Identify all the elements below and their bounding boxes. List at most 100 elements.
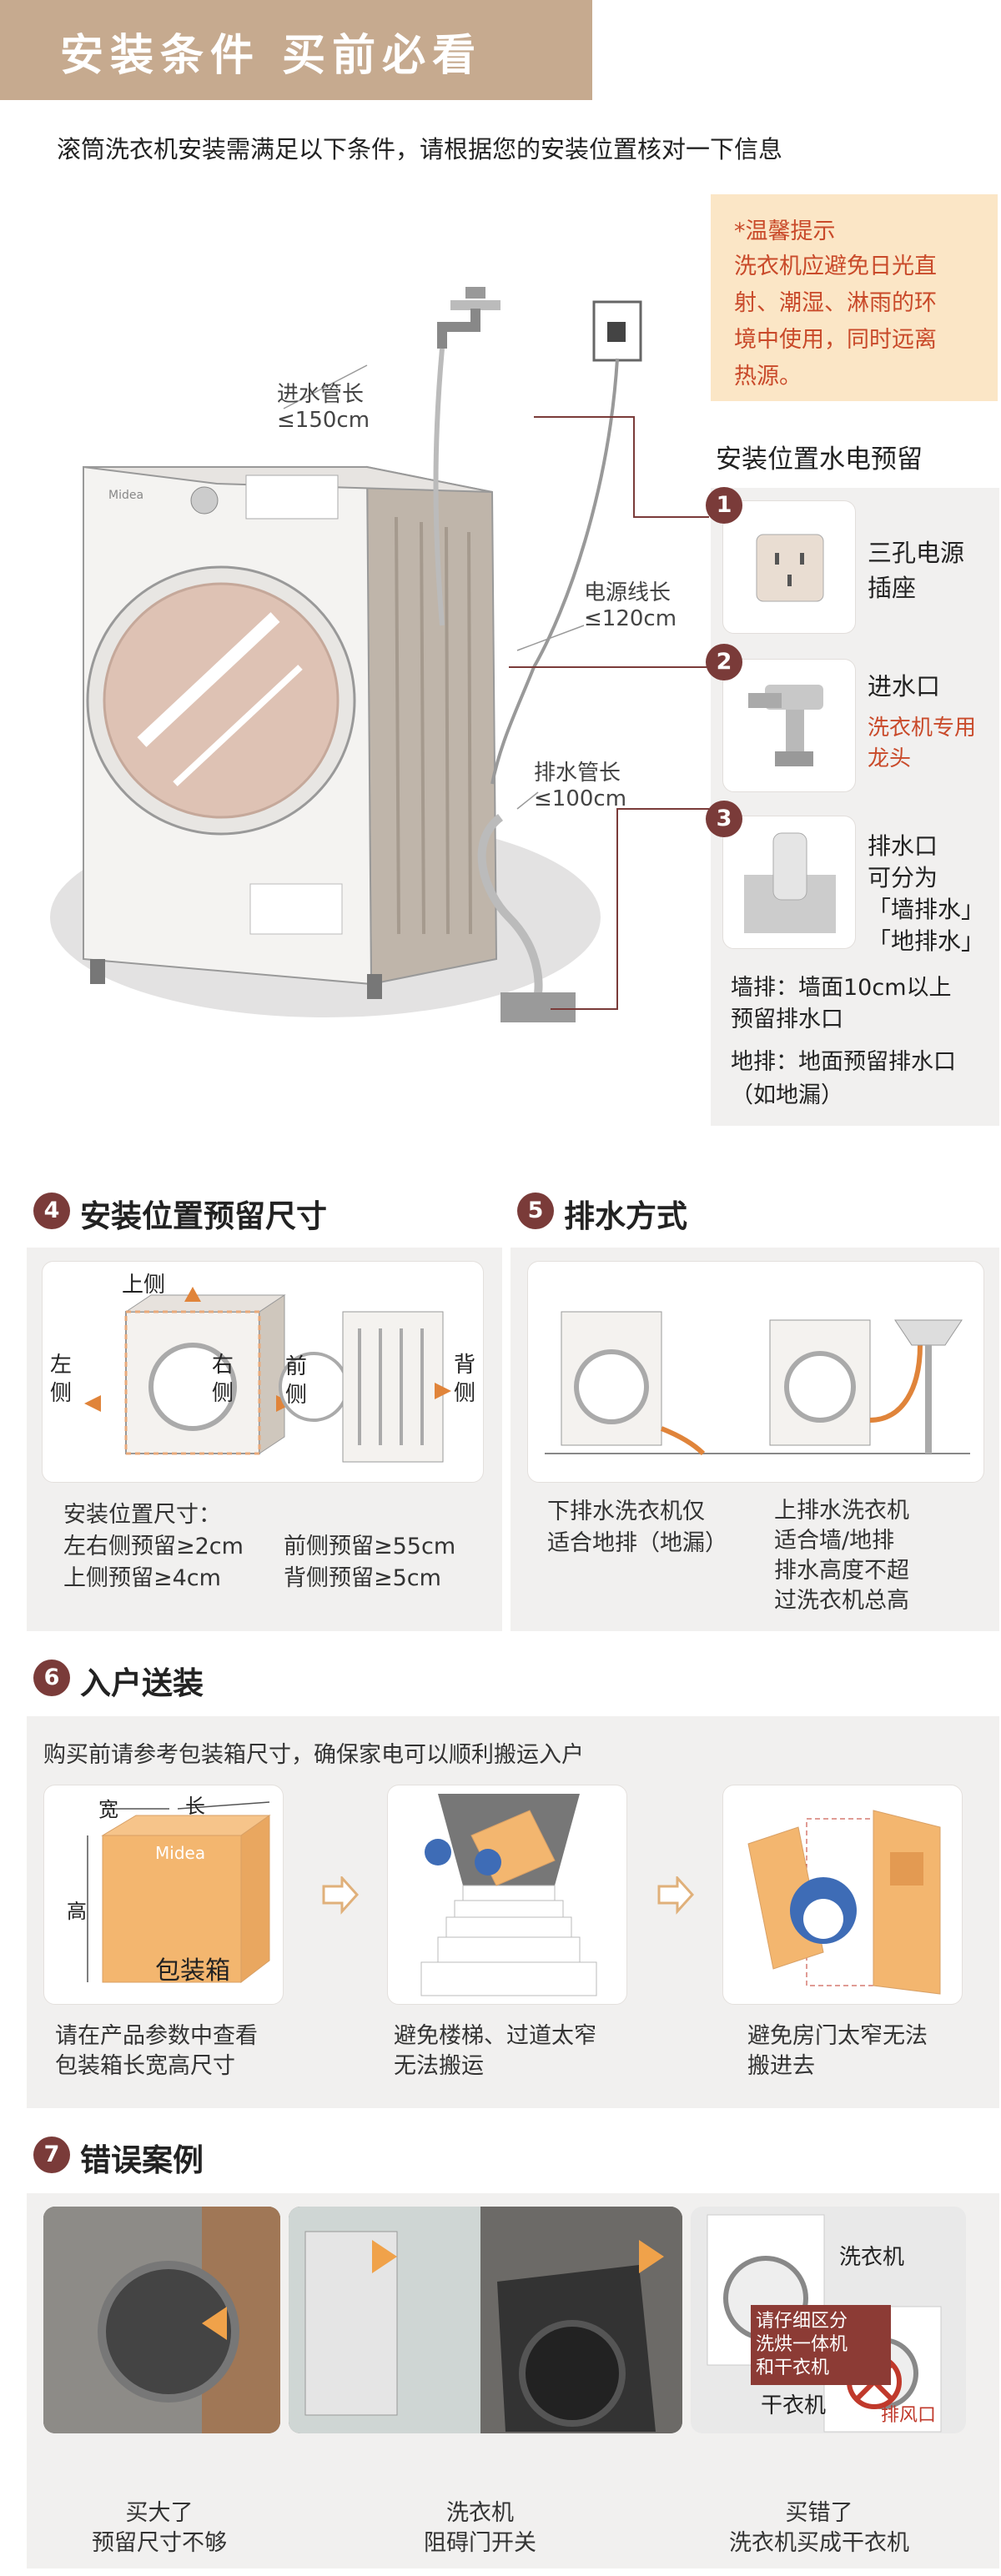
tip-line: 射、潮湿、淋雨的环 — [734, 290, 937, 316]
label-right: 右 侧 — [212, 1351, 234, 1408]
intro-text: 滚筒洗衣机安装需满足以下条件，请根据您的安装位置核对一下信息 — [57, 135, 783, 163]
faucet-icon — [748, 685, 823, 766]
bottom-drain-line: 下排水洗衣机仅 — [547, 1499, 705, 1524]
box-height-label: 高 — [67, 1900, 87, 1923]
sec4-card — [42, 1261, 484, 1483]
badge-7: 7 — [33, 2137, 70, 2173]
label-right-line: 右 — [212, 1353, 234, 1378]
faucet-label: 进水口 — [868, 672, 941, 700]
dims-top: 上侧预留≥4cm — [63, 1565, 221, 1591]
error-caption-1: 买大了 预留尺寸不够 — [92, 2498, 227, 2558]
page-title: 安装条件 买前必看 — [60, 31, 483, 81]
photo-door-blocked — [289, 2207, 682, 2433]
washer-knob — [190, 486, 219, 515]
tip-title: *温馨提示 — [734, 218, 836, 244]
caption-stairs: 避免楼梯、过道太窄 无法搬运 — [394, 2021, 596, 2081]
badge-1: 1 — [706, 487, 742, 524]
box-width-label: 宽 — [98, 1798, 118, 1821]
error-photo-2 — [289, 2207, 682, 2433]
wall-drain-note: 墙排：墙面10cm以上 预留排水口 — [731, 972, 952, 1036]
error-caption-3: 买错了 洗衣机买成干衣机 — [729, 2498, 909, 2558]
step-arrow-icon — [656, 1875, 695, 1918]
leader-line-3 — [551, 808, 709, 1010]
error-caption-2: 洗衣机 阻碍门开关 — [424, 2498, 536, 2558]
label-left: 左 侧 — [50, 1351, 72, 1408]
dims-left-right: 左右侧预留≥2cm — [63, 1534, 244, 1559]
sec6-intro: 购买前请参考包装箱尺寸，确保家电可以顺利搬运入户 — [43, 1742, 584, 1768]
dimension-diagram — [84, 1287, 451, 1463]
error-caption-line: 洗衣机买成干衣机 — [729, 2530, 909, 2556]
faucet-sub: 洗衣机专用 龙头 — [868, 711, 976, 772]
stairs-card — [387, 1785, 627, 2005]
box-brand: Midea — [155, 1843, 206, 1863]
washer-side-ribs — [395, 516, 472, 935]
box-illustration — [87, 1801, 271, 1984]
washer-brand: Midea — [108, 489, 143, 502]
power-cord-label-line: 电源线长 — [584, 580, 672, 605]
drain-label-line: 「墙排水」 — [868, 896, 985, 923]
error-caption-line: 阻碍门开关 — [424, 2530, 536, 2556]
error-caption-line: 买大了 — [125, 2500, 194, 2526]
faucet-sub-line: 龙头 — [868, 746, 912, 771]
door-shine — [173, 665, 303, 786]
water-label-line — [283, 364, 368, 409]
caption-door: 避免房门太窄无法 搬进去 — [747, 2021, 928, 2081]
tip-line: 热源。 — [734, 364, 802, 389]
drain-hose-label-value: ≤100cm — [534, 786, 627, 811]
caption-line: 搬进去 — [747, 2053, 815, 2079]
drain-label-line — [516, 791, 539, 810]
washer-foot — [367, 974, 382, 999]
socket-icon — [756, 534, 824, 602]
caption-line: 避免楼梯、过道太窄 — [394, 2023, 596, 2049]
sec4-title: 安装位置预留尺寸 — [80, 1198, 327, 1234]
door-card — [722, 1785, 963, 2005]
washer-panel — [249, 883, 343, 935]
photo-tight-space — [43, 2207, 280, 2433]
photo-washer-vs-dryer — [707, 2214, 942, 2433]
bottom-drain-text: 下排水洗衣机仅 适合地排（地漏） — [547, 1496, 727, 1559]
caption-line: 无法搬运 — [394, 2053, 484, 2079]
power-plug — [607, 322, 626, 342]
label-top: 上侧 — [122, 1273, 166, 1298]
floor-drain-note-line: （如地漏） — [731, 1082, 843, 1108]
socket-label-line: 插座 — [868, 574, 917, 602]
dims-front: 前侧预留≥55cm — [284, 1534, 456, 1559]
sec7-title: 错误案例 — [80, 2142, 204, 2178]
door-shine — [137, 612, 280, 747]
door-illustration — [747, 1810, 941, 1995]
wall-drain-note-line: 墙排：墙面10cm以上 — [731, 975, 952, 1001]
leader-line-1 — [534, 416, 709, 518]
title-bar: 安装条件 买前必看 — [0, 0, 592, 100]
badge-2: 2 — [706, 644, 742, 680]
drain-label-line: 排水口 — [868, 832, 938, 860]
faucet-sub-line: 洗衣机专用 — [868, 716, 977, 741]
box-length-label: 长 — [185, 1795, 205, 1818]
badge-4: 4 — [33, 1193, 70, 1229]
stairs-illustration — [420, 1794, 597, 1996]
caption-box: 请在产品参数中查看 包装箱长宽高尺寸 — [55, 2021, 258, 2081]
label-back-line: 侧 — [454, 1381, 476, 1406]
socket-thumb — [722, 500, 856, 634]
caption-line: 包装箱长宽高尺寸 — [55, 2053, 235, 2079]
floor-drain — [500, 992, 576, 1022]
power-label-line — [516, 625, 585, 651]
power-cord — [490, 358, 619, 785]
washer-tag: 洗衣机 — [839, 2245, 905, 2270]
error-photo-3 — [691, 2207, 966, 2433]
box-card — [43, 1785, 284, 2005]
sec5-card — [527, 1261, 984, 1483]
faucet — [437, 287, 500, 349]
power-cord-label: 电源线长 ≤120cm — [584, 575, 677, 631]
warning-line: 洗烘一体机 — [756, 2334, 848, 2355]
bottom-drain-line: 适合地排（地漏） — [547, 1530, 727, 1556]
washer-side — [365, 465, 498, 986]
drain-hose-label: 排水管长 ≤100cm — [534, 756, 626, 811]
label-left-line: 左 — [50, 1353, 73, 1378]
sec5-title: 排水方式 — [564, 1198, 687, 1234]
label-right-line: 侧 — [212, 1381, 234, 1406]
error-photo-1 — [43, 2207, 280, 2433]
caption-line: 请在产品参数中查看 — [55, 2023, 258, 2049]
installation-diagram: Midea — [50, 287, 709, 1022]
top-drain-line: 过洗衣机总高 — [774, 1588, 909, 1614]
label-front-line: 侧 — [285, 1383, 308, 1408]
